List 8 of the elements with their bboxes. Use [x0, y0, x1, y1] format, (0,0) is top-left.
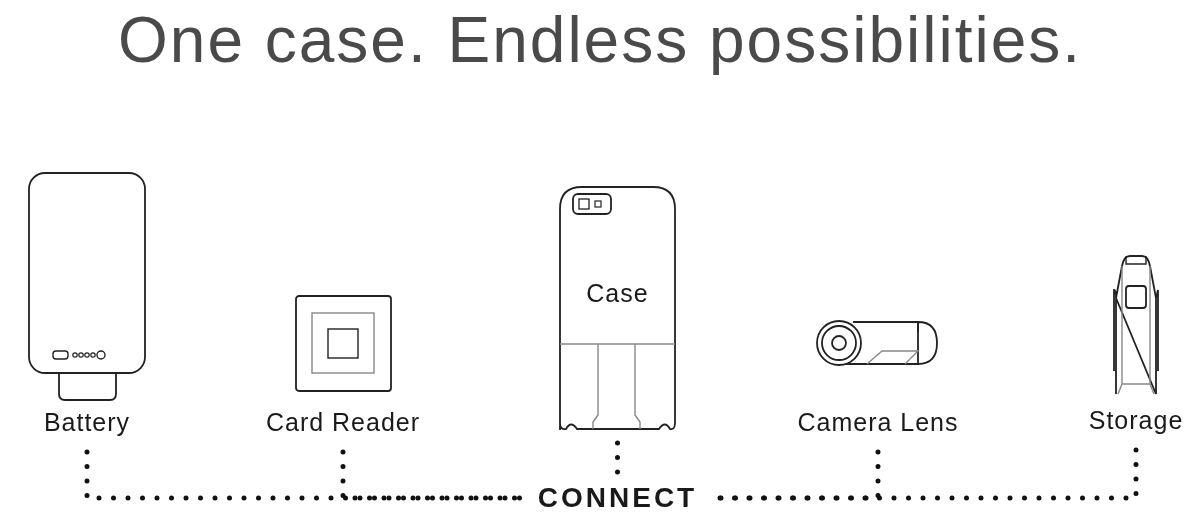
connect-heading: CONNECT [536, 481, 699, 514]
device-label: Case [585, 278, 650, 309]
headline: One case. Endless possibilities. [117, 3, 1083, 78]
dotted-connector [84, 449, 523, 501]
device-label: Camera Lens [796, 407, 960, 438]
device-label: Card Reader [264, 407, 422, 438]
device-label: Storage [1087, 405, 1185, 436]
device-label: Battery [42, 407, 132, 438]
